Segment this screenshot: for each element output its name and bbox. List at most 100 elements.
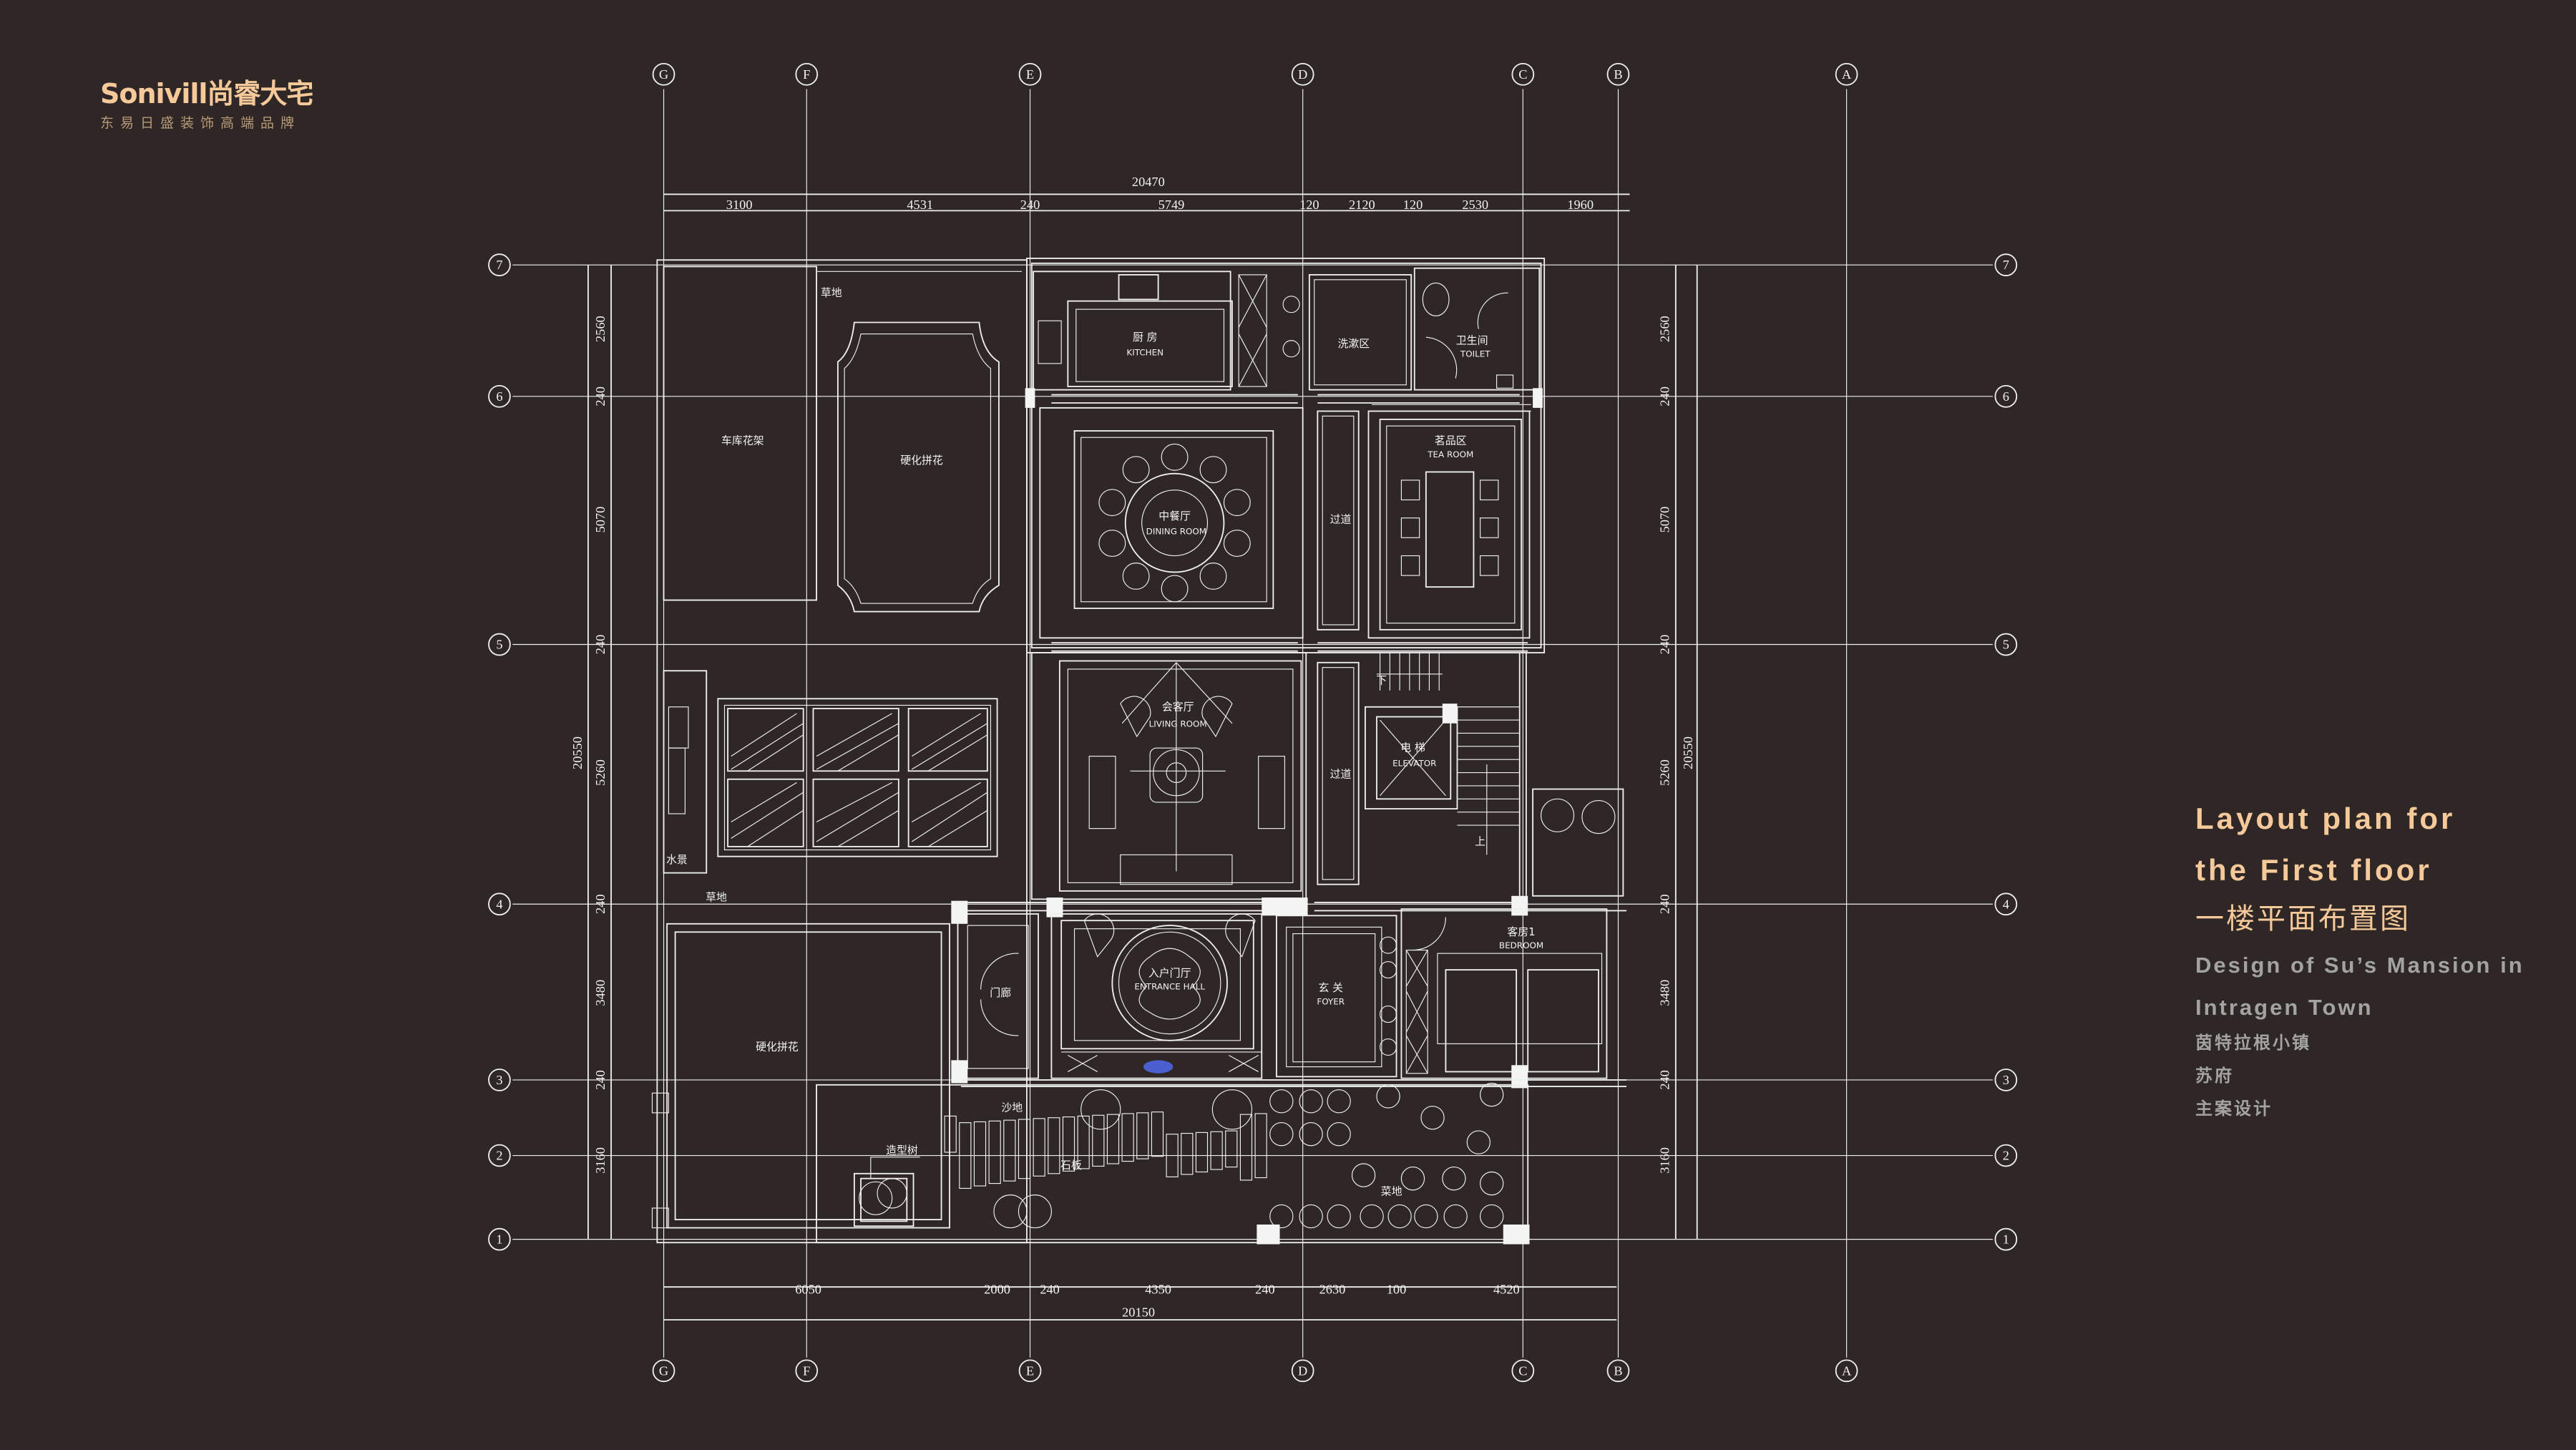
stepping-slab — [973, 1121, 987, 1187]
logo-brand-cn: 尚睿大宅 — [207, 78, 313, 110]
chair-icon — [1122, 563, 1150, 590]
logo-wordmark: Sonivill尚睿大宅 — [100, 72, 313, 111]
dining-room — [1039, 407, 1304, 639]
dim-side-segment: 3160 — [1658, 1147, 1672, 1174]
label-wash-cn: 洗漱区 — [1337, 337, 1370, 350]
axis-bubble — [652, 1359, 675, 1383]
axis-label-row: 7 — [2003, 258, 2009, 272]
label-entrance-en: ENTRANCE HALL — [1134, 982, 1205, 992]
stepping-slab — [1195, 1132, 1209, 1173]
axis-label-row: 4 — [2003, 897, 2009, 911]
axis-bubble — [488, 1227, 511, 1251]
axis-bubble — [652, 62, 675, 86]
subtitle-line1: Design of Su’s Mansion in — [2195, 953, 2524, 978]
wash-area — [1282, 274, 1413, 391]
dim-side-segment: 240 — [1658, 386, 1672, 407]
axis-bubble — [1018, 62, 1042, 86]
stepping-slab — [1225, 1130, 1238, 1168]
subtitle-line2: Intragen Town — [2195, 995, 2373, 1020]
shrub-icon — [1480, 1082, 1504, 1107]
axis-bubble — [1994, 253, 2018, 276]
chair-icon — [1098, 489, 1126, 517]
logo-tagline: 东易日盛装饰高端品牌 — [100, 115, 301, 131]
label-elevator-en: ELEVATOR — [1392, 758, 1436, 768]
axis-label-col: F — [803, 67, 810, 82]
axis-bubble — [1291, 62, 1314, 86]
axis-bubble — [1835, 1359, 1858, 1383]
stepping-slab — [959, 1122, 972, 1189]
dim-top-segment: 3100 — [726, 198, 753, 212]
shrub-icon — [1299, 1204, 1323, 1229]
stepping-slab — [1062, 1116, 1075, 1172]
label-bedroom-en: BEDROOM — [1499, 940, 1543, 950]
corridor-north — [1317, 410, 1360, 631]
label-living-cn: 会客厅 — [1162, 700, 1194, 713]
label-stairs-up: 上 — [1475, 835, 1485, 848]
label-slab: 石板 — [1060, 1159, 1082, 1172]
label-lawn-north: 草地 — [821, 286, 842, 299]
axis-label-col: G — [659, 1363, 668, 1378]
stepping-slab — [988, 1120, 1001, 1184]
label-tea-en: TEA ROOM — [1427, 449, 1473, 459]
shrub-icon — [1420, 1106, 1445, 1130]
shrub-icon — [1414, 1204, 1438, 1229]
stepping-slab — [1254, 1113, 1267, 1179]
axis-label-row: 6 — [2003, 389, 2009, 404]
dim-side-segment: 240 — [1658, 635, 1672, 655]
label-corridor-north: 过道 — [1330, 513, 1352, 526]
dim-top-segment: 120 — [1299, 198, 1319, 212]
shrub-icon — [1376, 1084, 1400, 1109]
shrub-icon — [1466, 1130, 1491, 1154]
label-garage-pergola: 车库花架 — [721, 434, 764, 447]
axis-bubble — [1291, 1359, 1314, 1383]
living-room — [1030, 652, 1307, 900]
toilet-icon — [1422, 282, 1450, 316]
dim-bottom-segment: 6050 — [795, 1282, 821, 1296]
axis-label-col: B — [1614, 1363, 1622, 1378]
label-lawn-south: 草地 — [706, 891, 727, 904]
stepping-slab — [1033, 1118, 1045, 1177]
axis-bubble — [795, 62, 819, 86]
chair-icon — [1122, 456, 1150, 484]
axis-bubble — [1994, 384, 2018, 408]
shrub-icon — [1327, 1204, 1351, 1229]
axis-bubble — [488, 1144, 511, 1167]
label-porch: 门廊 — [990, 986, 1011, 999]
label-toilet-cn: 卫生间 — [1456, 334, 1488, 346]
chair-icon — [1161, 575, 1189, 603]
shrub-icon — [1360, 1204, 1384, 1229]
dim-side-total: 20550 — [1681, 736, 1695, 769]
axis-label-col: C — [1518, 1363, 1527, 1378]
axis-label-row: 2 — [2003, 1149, 2009, 1163]
label-dining-en: DINING ROOM — [1146, 527, 1206, 537]
axis-bubble — [1511, 62, 1535, 86]
chair-icon — [1223, 489, 1251, 517]
axis-label-col: A — [1842, 1363, 1852, 1378]
dim-side-segment: 5070 — [593, 507, 608, 533]
dim-top-segment: 2530 — [1462, 198, 1488, 212]
axis-label-row: 1 — [2003, 1232, 2009, 1247]
label-sand: 沙地 — [1001, 1101, 1023, 1114]
axis-label-row: 6 — [496, 389, 502, 404]
axis-bubble — [795, 1359, 819, 1383]
tea-room — [1367, 404, 1531, 639]
room-labels: 厨 房 KITCHEN 洗漱区 卫生间 TOILET 中餐厅 DINING RO… — [666, 286, 1543, 1198]
stepping-slab — [1239, 1114, 1253, 1181]
shrub-icon — [1387, 1204, 1412, 1229]
brand-emblem-icon — [1143, 1060, 1174, 1074]
shrub-icon — [1400, 1167, 1425, 1191]
dim-bottom-total: 20150 — [1122, 1305, 1155, 1320]
shrub-icon — [1299, 1122, 1323, 1147]
title-en-line1: Layout plan for — [2195, 802, 2456, 835]
stepping-slab — [1092, 1114, 1105, 1167]
foyer — [1276, 915, 1397, 1078]
axis-label-row: 5 — [2003, 638, 2009, 652]
stepping-slab — [1181, 1132, 1194, 1175]
water-feature — [663, 670, 708, 874]
stepping-slab — [1166, 1134, 1179, 1177]
shrub-icon — [1443, 1204, 1468, 1229]
axis-bubble — [1018, 1359, 1042, 1383]
axis-label-row: 2 — [496, 1149, 502, 1163]
stepping-slab — [944, 1115, 957, 1153]
axis-label-col: D — [1298, 67, 1307, 82]
